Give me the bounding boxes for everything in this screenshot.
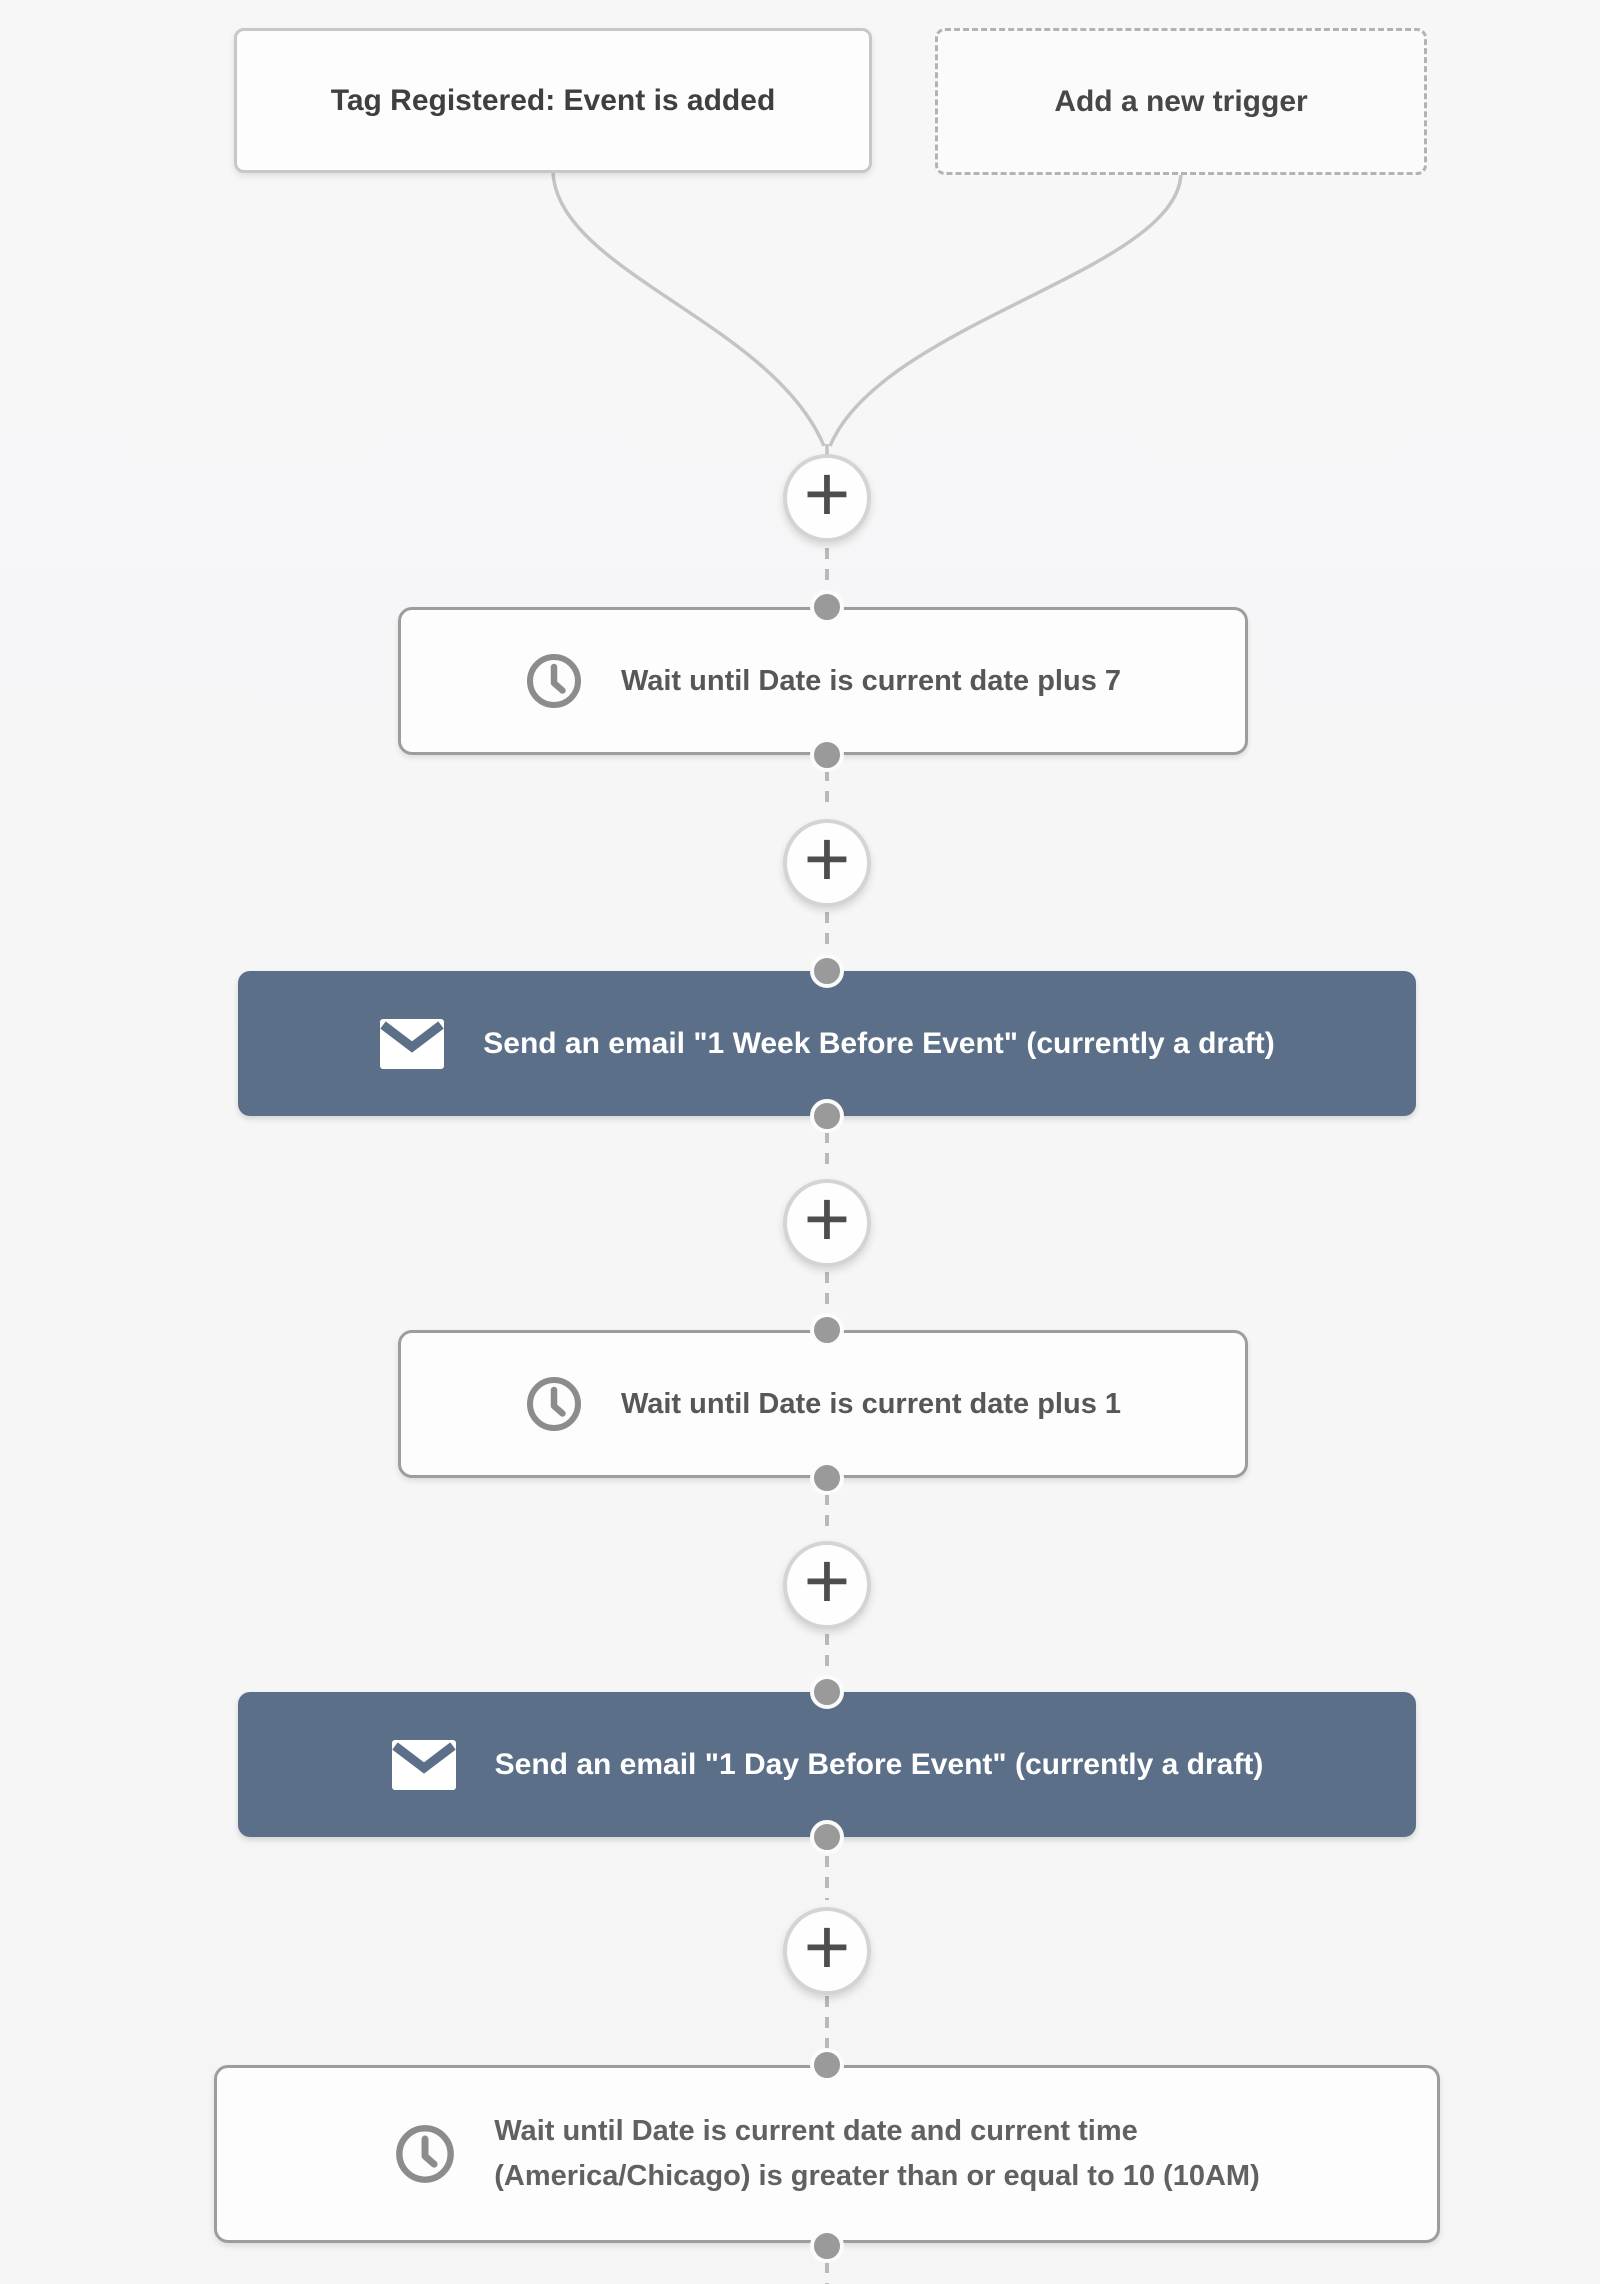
- node-dot: [810, 2048, 844, 2082]
- node-dot: [810, 954, 844, 988]
- wait-node-plus1[interactable]: Wait until Date is current date plus 1: [398, 1330, 1248, 1478]
- plus-icon: +: [803, 449, 851, 538]
- wait-node-label: Wait until Date is current date plus 1: [620, 1387, 1122, 1420]
- plus-icon: +: [803, 1536, 851, 1625]
- wait-node-label: Wait until Date is current date plus 7: [620, 664, 1122, 697]
- node-dot: [810, 1313, 844, 1347]
- node-dot: [810, 1099, 844, 1133]
- plus-icon: +: [803, 1174, 851, 1263]
- envelope-icon: [379, 1018, 445, 1070]
- node-dot: [810, 1820, 844, 1854]
- connector-dash: [825, 1996, 829, 2052]
- clock-icon: [525, 1375, 583, 1433]
- connector-dash: [825, 1494, 829, 1534]
- add-step-button-5[interactable]: +: [783, 1907, 871, 1995]
- node-dot: [810, 738, 844, 772]
- node-dot: [810, 2229, 844, 2263]
- add-trigger-label: Add a new trigger: [1054, 84, 1308, 118]
- envelope-icon: [391, 1739, 457, 1791]
- node-dot: [810, 590, 844, 624]
- node-dot: [810, 1675, 844, 1709]
- email-node-1-week-before[interactable]: Send an email "1 Week Before Event" (cur…: [238, 971, 1416, 1116]
- plus-icon: +: [803, 1902, 851, 1991]
- clock-icon: [525, 652, 583, 710]
- connector-dash: [825, 1272, 829, 1316]
- wait-node-label: Wait until Date is current date and curr…: [494, 2115, 1260, 2192]
- trigger-label: Tag Registered: Event is added: [330, 83, 776, 117]
- wait-node-current-time[interactable]: Wait until Date is current date and curr…: [214, 2065, 1440, 2243]
- connector-dash: [825, 912, 829, 958]
- email-node-label: Send an email "1 Week Before Event" (cur…: [483, 1026, 1275, 1060]
- connector-dash: [825, 2262, 829, 2284]
- plus-icon: +: [803, 814, 851, 903]
- connector-dash: [825, 1132, 829, 1172]
- connector-dash: [825, 770, 829, 812]
- wait-node-plus7[interactable]: Wait until Date is current date plus 7: [398, 607, 1248, 755]
- add-step-button-4[interactable]: +: [783, 1541, 871, 1629]
- connector-dash: [825, 1634, 829, 1678]
- add-step-button-3[interactable]: +: [783, 1179, 871, 1267]
- connector-dash: [825, 548, 829, 596]
- email-node-label: Send an email "1 Day Before Event" (curr…: [494, 1747, 1264, 1781]
- add-step-button-2[interactable]: +: [783, 819, 871, 907]
- node-dot: [810, 1461, 844, 1495]
- clock-icon: [394, 2123, 456, 2185]
- add-new-trigger-button[interactable]: Add a new trigger: [935, 28, 1427, 175]
- add-step-button-1[interactable]: +: [783, 454, 871, 542]
- trigger-node-tag-registered[interactable]: Tag Registered: Event is added: [234, 28, 872, 173]
- email-node-1-day-before[interactable]: Send an email "1 Day Before Event" (curr…: [238, 1692, 1416, 1837]
- connector-dash: [825, 1856, 829, 1900]
